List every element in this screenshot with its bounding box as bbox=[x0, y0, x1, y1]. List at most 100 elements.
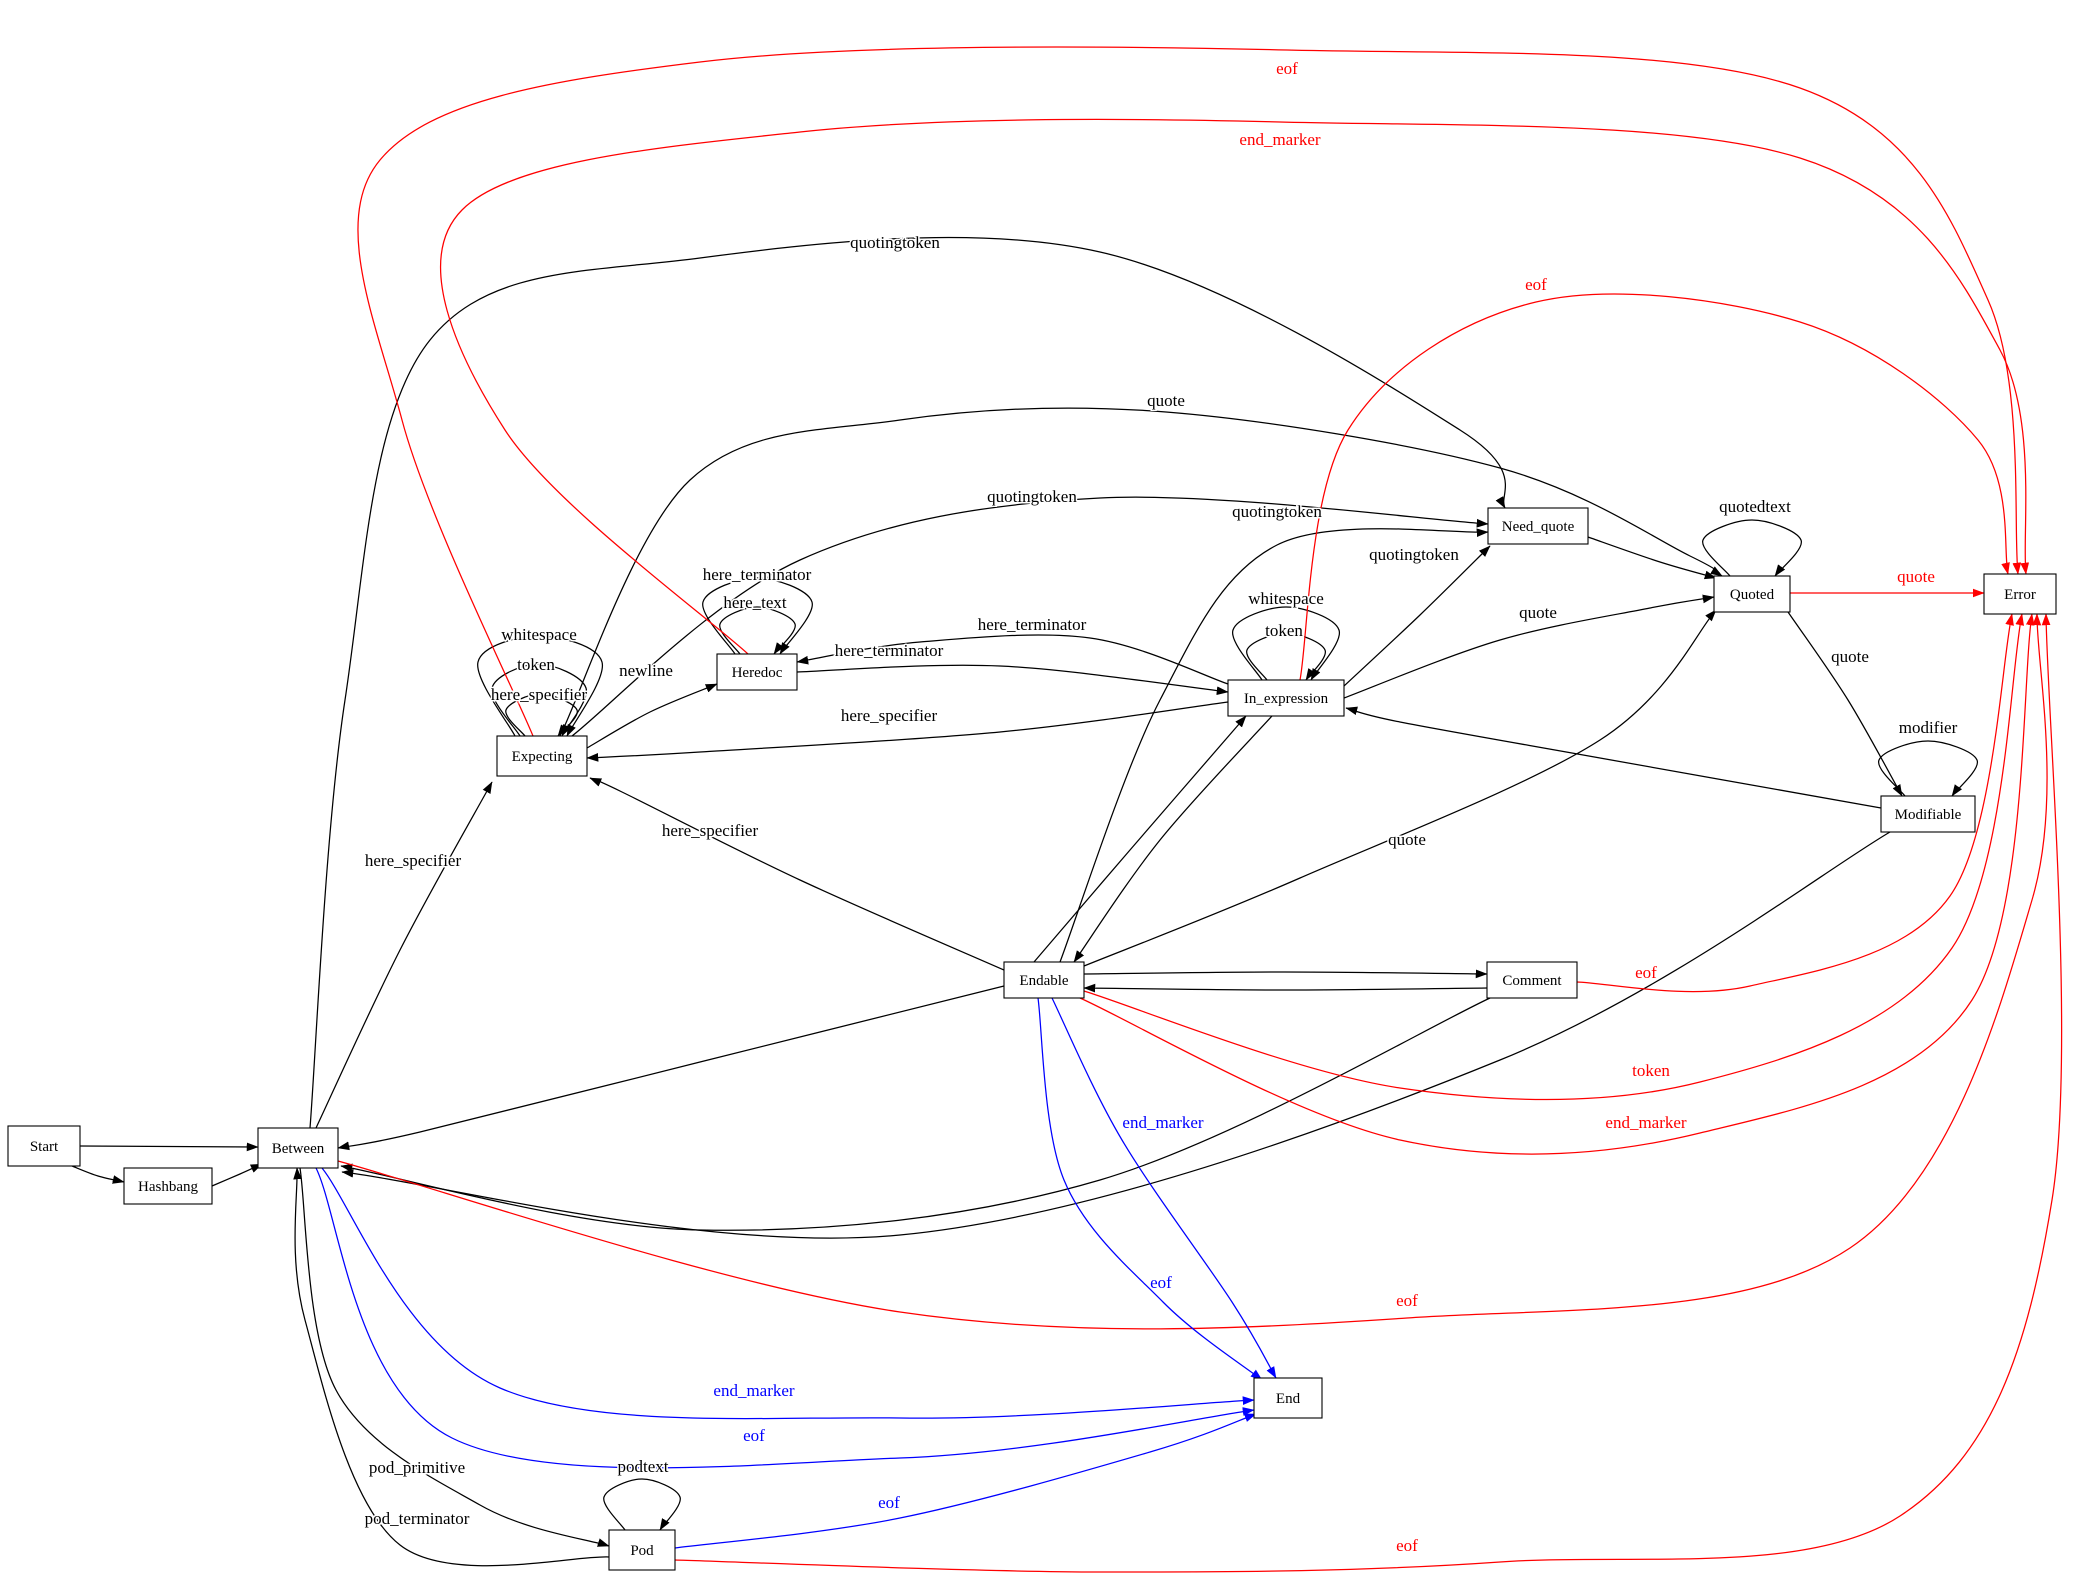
state-node-box bbox=[1003, 961, 1085, 999]
state-node-box bbox=[1227, 679, 1345, 717]
edge-Heredoc-to-Error-end_marker bbox=[439, 118, 2030, 655]
state-node-box bbox=[1487, 507, 1589, 545]
edge-Quoted-to-Modifiable-quote bbox=[1787, 611, 1903, 797]
edge-label-quotingtoken: quotingtoken bbox=[1369, 545, 1459, 564]
state-node-Need_quote: Need_quote bbox=[1487, 507, 1589, 545]
edge-label-token: token bbox=[1265, 621, 1303, 640]
edge-Endable-to-Comment bbox=[1083, 969, 1488, 979]
edge-label-eof: eof bbox=[1150, 1273, 1172, 1292]
edge-label-end_marker: end_marker bbox=[1122, 1113, 1204, 1132]
state-node-Endable: Endable bbox=[1003, 961, 1085, 999]
edge-Endable-to-Between bbox=[337, 985, 1005, 1151]
edge-Comment-to-Between bbox=[340, 997, 1491, 1231]
edge-Comment-to-Error-eof bbox=[1576, 613, 2014, 993]
edge-Pod-to-End-eof bbox=[674, 1413, 1257, 1549]
state-node-label: Modifiable bbox=[1895, 807, 1962, 823]
edge-label-quote: quote bbox=[1897, 567, 1935, 586]
state-node-label: In_expression bbox=[1244, 691, 1329, 707]
edge-Expecting-to-Need_quote-quotingtoken bbox=[571, 496, 1489, 737]
edge-label-eof: eof bbox=[1396, 1536, 1418, 1555]
edge-label-newline: newline bbox=[619, 661, 673, 680]
edge-Pod-to-Between-pod_terminator bbox=[293, 1167, 610, 1567]
edge-Modifiable-to-In_expression bbox=[1345, 706, 1882, 809]
edge-Between-to-End-end_marker bbox=[321, 1167, 1255, 1420]
edge-Between-to-End-eof bbox=[315, 1167, 1255, 1469]
state-node-label: Expecting bbox=[512, 749, 573, 765]
edge-label-here_terminator: here_terminator bbox=[978, 615, 1087, 634]
edge-Expecting-to-Quoted-quote bbox=[559, 407, 1723, 737]
edge-label-pod_primitive: pod_primitive bbox=[369, 1458, 465, 1477]
edges-layer bbox=[71, 46, 2063, 1573]
state-node-box bbox=[608, 1529, 676, 1571]
edge-Heredoc-to-Heredoc-here_terminator bbox=[702, 577, 813, 655]
edge-label-quotingtoken: quotingtoken bbox=[987, 487, 1077, 506]
state-node-box bbox=[123, 1167, 213, 1205]
edge-Pod-to-Pod-podtext bbox=[603, 1478, 681, 1531]
edge-Between-to-Error-eof bbox=[337, 613, 2048, 1330]
state-node-box bbox=[496, 735, 588, 777]
edge-label-end_marker: end_marker bbox=[1605, 1113, 1687, 1132]
edge-Expecting-to-Expecting-whitespace bbox=[477, 635, 603, 737]
edge-Start-to-Between bbox=[79, 1142, 259, 1152]
edge-Between-to-Pod-pod_primitive bbox=[299, 1167, 610, 1547]
edge-label-quotedtext: quotedtext bbox=[1719, 497, 1791, 516]
edge-label-here_text: here_text bbox=[723, 593, 787, 612]
edge-label-quote: quote bbox=[1519, 603, 1557, 622]
edge-label-eof: eof bbox=[1525, 275, 1547, 294]
edge-Hashbang-to-Between bbox=[211, 1163, 263, 1187]
edge-Between-to-Expecting-here_specifier bbox=[315, 781, 493, 1129]
edge-label-here_specifier: here_specifier bbox=[491, 685, 588, 704]
edge-Endable-to-In_expression bbox=[1033, 715, 1247, 963]
state-node-label: Comment bbox=[1502, 973, 1562, 989]
state-node-box bbox=[716, 653, 798, 691]
edge-label-here_terminator: here_terminator bbox=[703, 565, 812, 584]
state-node-Start: Start bbox=[7, 1125, 81, 1167]
edge-label-eof: eof bbox=[1276, 59, 1298, 78]
edge-Endable-to-Expecting-here_specifier bbox=[589, 777, 1005, 971]
edge-label-eof: eof bbox=[743, 1426, 765, 1445]
state-node-Heredoc: Heredoc bbox=[716, 653, 798, 691]
edge-In_expression-to-Error-eof bbox=[1299, 293, 2010, 681]
state-node-Modifiable: Modifiable bbox=[1880, 795, 1976, 833]
state-node-box bbox=[1253, 1377, 1323, 1419]
edge-Modifiable-to-Between bbox=[341, 831, 1891, 1239]
state-node-label: Endable bbox=[1019, 973, 1068, 989]
edge-In_expression-to-Quoted-quote bbox=[1343, 594, 1715, 699]
state-node-box bbox=[1486, 961, 1578, 999]
edge-In_expression-to-Heredoc-here_terminator bbox=[796, 634, 1229, 685]
state-node-Comment: Comment bbox=[1486, 961, 1578, 999]
edge-label-whitespace: whitespace bbox=[1248, 589, 1324, 608]
state-node-Quoted: Quoted bbox=[1713, 575, 1791, 613]
edge-label-quote: quote bbox=[1147, 391, 1185, 410]
state-node-End: End bbox=[1253, 1377, 1323, 1419]
edge-label-modifier: modifier bbox=[1899, 718, 1958, 737]
edge-label-quotingtoken: quotingtoken bbox=[1232, 502, 1322, 521]
edge-Endable-to-Error-token bbox=[1083, 613, 2024, 1101]
edge-label-here_specifier: here_specifier bbox=[365, 851, 462, 870]
state-node-box bbox=[7, 1125, 81, 1167]
edge-Between-to-Need_quote-quotingtoken bbox=[309, 236, 1507, 1129]
edge-Endable-to-End-eof bbox=[1037, 997, 1263, 1381]
edge-Endable-to-Quoted-quote bbox=[1083, 609, 1717, 967]
edge-Need_quote-to-Quoted bbox=[1587, 536, 1717, 580]
edge-label-whitespace: whitespace bbox=[501, 625, 577, 644]
nodes-layer: StartHashbangBetweenExpectingHeredocIn_e… bbox=[7, 507, 2057, 1571]
edge-label-token: token bbox=[517, 655, 555, 674]
edge-In_expression-to-Endable bbox=[1073, 715, 1273, 963]
edge-Expecting-to-Expecting-token bbox=[491, 663, 587, 737]
state-node-label: Error bbox=[2004, 587, 2036, 603]
edge-In_expression-to-Need_quote-quotingtoken bbox=[1343, 545, 1491, 687]
edge-label-token: token bbox=[1632, 1061, 1670, 1080]
edge-label-eof: eof bbox=[1396, 1291, 1418, 1310]
state-node-In_expression: In_expression bbox=[1227, 679, 1345, 717]
state-node-label: Quoted bbox=[1730, 587, 1775, 603]
edge-label-here_terminator: here_terminator bbox=[835, 641, 944, 660]
edge-label-podtext: podtext bbox=[618, 1457, 669, 1476]
edge-Endable-to-End-end_marker bbox=[1051, 997, 1277, 1379]
state-node-label: Need_quote bbox=[1502, 519, 1575, 535]
state-node-Pod: Pod bbox=[608, 1529, 676, 1571]
state-node-label: Between bbox=[272, 1141, 325, 1157]
edge-Modifiable-to-Modifiable-modifier bbox=[1878, 740, 1978, 797]
